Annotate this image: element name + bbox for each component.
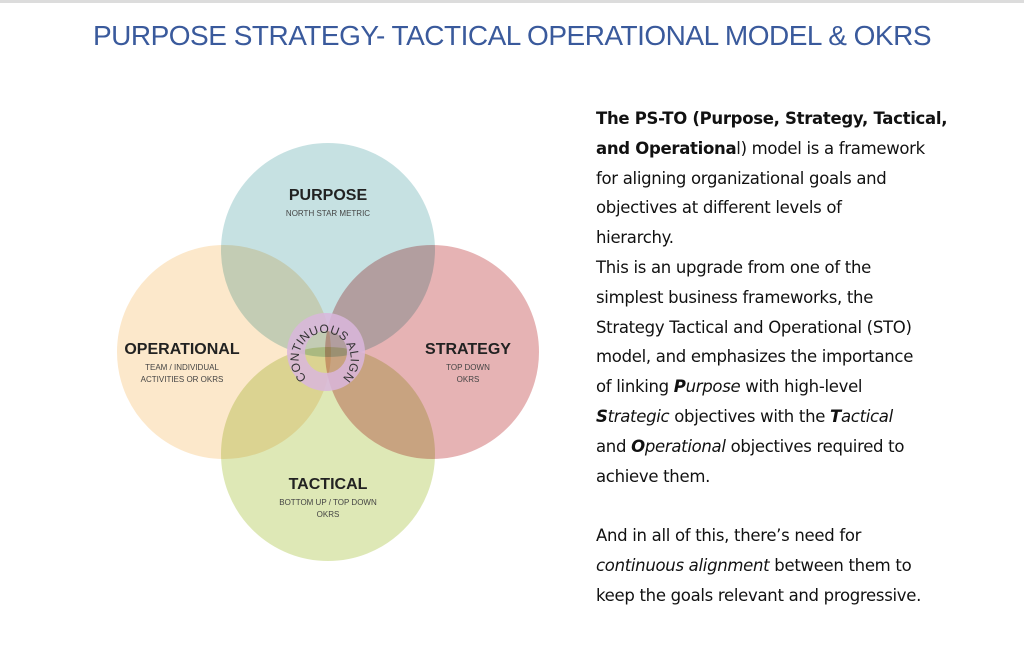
text-segment: O <box>631 436 645 456</box>
strategy-sublabel: OKRS <box>457 375 480 384</box>
description-line: This is an upgrade from one of the <box>596 253 947 283</box>
text-segment: objectives with the <box>669 406 831 426</box>
description-line: The PS-TO (Purpose, Strategy, Tactical, <box>596 104 948 134</box>
description-line: Strategy Tactical and Operational (STO) <box>596 313 947 343</box>
text-segment: S <box>596 406 608 426</box>
operational-sublabel: ACTIVITIES OR OKRS <box>141 375 224 384</box>
text-segment: continuous alignment <box>596 555 770 575</box>
description-line: objectives at different levels of <box>596 193 947 223</box>
text-segment: objectives required to <box>725 436 905 456</box>
text-segment: simplest business frameworks, the <box>596 287 874 307</box>
text-segment: actical <box>841 406 893 426</box>
text-segment: between them to <box>769 555 912 575</box>
text-segment: urpose <box>685 377 741 397</box>
text-segment: perational <box>644 436 726 456</box>
description-line: for aligning organizational goals and <box>596 164 947 194</box>
text-segment: This is an upgrade from one of the <box>596 257 871 277</box>
description-line: model, and emphasizes the importance <box>596 342 947 372</box>
top-border <box>0 0 1024 3</box>
text-segment: T <box>830 406 841 426</box>
tactical-sublabel: OKRS <box>317 510 340 519</box>
strategy-label: STRATEGY <box>425 341 511 358</box>
tactical-sublabel: BOTTOM UP / TOP DOWN <box>279 498 377 507</box>
text-segment: l) model is a framework <box>736 138 925 158</box>
description-line: hierarchy. <box>596 223 947 253</box>
description-line: of linking Purpose with high-level <box>596 372 947 402</box>
text-segment: trategic <box>607 406 670 426</box>
description-line <box>596 491 947 521</box>
description-line: achieve them. <box>596 462 947 492</box>
text-segment: objectives at different levels of <box>596 198 842 218</box>
operational-circle <box>115 243 333 461</box>
text-segment: and Operationa <box>596 138 737 158</box>
purpose-sublabel: NORTH STAR METRIC <box>286 209 370 218</box>
description-text: The PS-TO (Purpose, Strategy, Tactical, a… <box>596 104 948 611</box>
text-segment: for aligning organizational goals and <box>596 168 887 188</box>
text-segment: achieve them. <box>596 466 711 486</box>
text-segment: P <box>673 377 686 397</box>
strategy-sublabel: TOP DOWN <box>446 363 490 372</box>
description-line: continuous alignment between them to <box>596 551 947 581</box>
text-segment: with high-level <box>740 377 863 397</box>
text-segment: hierarchy. <box>596 228 674 248</box>
text-segment: And in all of this, there’s need for <box>596 526 862 546</box>
description-line: keep the goals relevant and progressive. <box>596 581 947 611</box>
operational-sublabel: TEAM / INDIVIDUAL <box>145 363 219 372</box>
description-line: and Operational objectives required to <box>596 432 947 462</box>
description-line: And in all of this, there’s need for <box>596 521 947 551</box>
text-segment: of linking <box>596 377 674 397</box>
text-segment: model, and emphasizes the importance <box>596 347 914 367</box>
text-segment: The PS-TO (Purpose, Strategy, Tactical, <box>596 109 948 128</box>
tactical-label: TACTICAL <box>289 476 368 493</box>
description-line: and Operational) model is a framework <box>596 134 947 164</box>
continuous-alignment-ring <box>287 313 365 391</box>
operational-label: OPERATIONAL <box>124 341 239 358</box>
purpose-label: PURPOSE <box>289 187 368 204</box>
text-segment: and <box>596 436 632 456</box>
text-segment: keep the goals relevant and progressive. <box>596 585 922 605</box>
slide-title: PURPOSE STRATEGY- TACTICAL OPERATIONAL M… <box>92 20 932 51</box>
text-segment: Strategy Tactical and Operational (STO) <box>596 317 912 337</box>
description-line: Strategic objectives with the Tactical <box>596 402 947 432</box>
description-line: simplest business frameworks, the <box>596 283 947 313</box>
